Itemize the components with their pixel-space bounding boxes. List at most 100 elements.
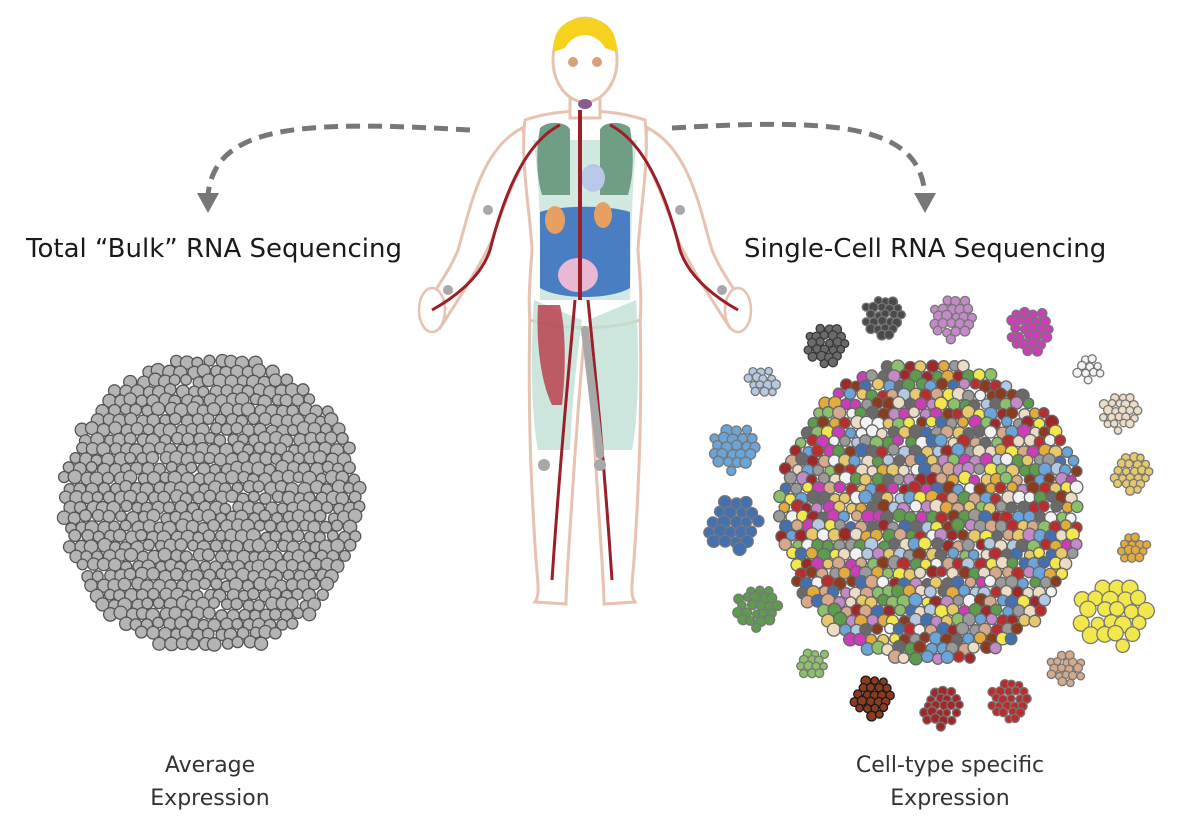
- mixed-cell: [1038, 406, 1050, 419]
- mixed-cell: [833, 480, 847, 494]
- bulk-cell: [338, 549, 351, 562]
- cell-type-cluster: [929, 295, 978, 345]
- bulk-cell: [258, 509, 272, 522]
- mixed-cell: [839, 435, 851, 447]
- bulk-cell: [120, 499, 133, 513]
- mixed-cell: [826, 622, 841, 637]
- mixed-cell: [934, 433, 948, 448]
- cell-type-cell: [1083, 375, 1093, 385]
- arrow-to-bulk: [197, 123, 471, 213]
- cell-type-specific-expression-caption: Cell-type specific Expression: [830, 749, 1070, 815]
- cell-type-cell: [1130, 532, 1140, 543]
- bulk-cell: [76, 558, 89, 571]
- cell-type-cell: [1133, 485, 1142, 494]
- cell-type-cell: [764, 614, 776, 626]
- bulk-cell: [186, 637, 200, 651]
- cell-type-cell: [1011, 686, 1021, 696]
- bulk-cell: [225, 469, 240, 485]
- bulk-cell: [230, 597, 244, 611]
- cell-type-cluster: [1098, 393, 1143, 435]
- cell-type-cell: [1107, 624, 1124, 642]
- mixed-cell: [888, 537, 900, 550]
- mixed-cell: [957, 416, 969, 429]
- cell-type-cell: [772, 600, 784, 612]
- mixed-cell: [940, 650, 955, 665]
- bulk-cell: [85, 461, 98, 473]
- mixed-cell: [1022, 397, 1035, 410]
- mixed-cell: [833, 462, 846, 475]
- cell-type-cell: [1006, 679, 1016, 689]
- bulk-cell: [286, 519, 299, 533]
- cell-type-cell: [739, 456, 752, 469]
- bulk-cell: [258, 492, 272, 505]
- cell-type-cell: [770, 379, 782, 390]
- cell-type-cell: [1142, 540, 1152, 550]
- cell-type-cell: [1056, 663, 1067, 673]
- cell-type-cell: [1072, 367, 1083, 378]
- cell-type-cell: [764, 366, 774, 376]
- cell-type-cluster: [987, 678, 1032, 724]
- cell-type-cell: [1010, 713, 1020, 724]
- cell-type-cell: [706, 534, 721, 549]
- single-cell-rna-sequencing-heading: Single-Cell RNA Sequencing: [744, 234, 1107, 264]
- mixed-cell: [935, 565, 948, 578]
- mixed-cell: [983, 574, 997, 588]
- cell-type-cell: [743, 373, 754, 383]
- mixed-cell: [871, 622, 884, 635]
- cell-type-cell: [1046, 669, 1057, 680]
- cell-type-cell: [796, 661, 806, 671]
- cell-type-cell: [712, 455, 725, 468]
- cell-type-cell: [865, 309, 876, 319]
- mixed-cell: [894, 603, 907, 617]
- cell-type-cell: [1124, 485, 1136, 496]
- cell-type-cell: [855, 703, 864, 713]
- bulk-cell: [274, 442, 288, 456]
- bulk-cell: [202, 529, 216, 543]
- bulk-cell: [142, 538, 155, 552]
- cell-type-cell: [878, 702, 889, 713]
- cell-type-cell: [946, 317, 957, 328]
- mixed-cell: [967, 641, 980, 654]
- bulk-cell: [210, 577, 223, 591]
- mixed-cell: [783, 471, 798, 485]
- mixed-cell: [989, 641, 1002, 655]
- cell-type-cell: [1109, 419, 1119, 428]
- cell-type-cell: [946, 700, 957, 711]
- mixed-cell: [778, 537, 793, 551]
- cell-type-cell: [998, 707, 1009, 718]
- bulk-cell: [330, 519, 344, 532]
- mixed-cell: [897, 464, 910, 477]
- cell-type-cluster: [796, 648, 830, 679]
- bulk-cell: [213, 433, 227, 447]
- mixed-cell: [994, 481, 1007, 494]
- mixed-cell: [908, 651, 923, 666]
- cell-type-cell: [732, 541, 747, 557]
- bulk-cell: [251, 538, 267, 553]
- cell-type-cell: [946, 686, 957, 697]
- mixed-cell: [946, 529, 959, 542]
- bulk-cell: [206, 637, 222, 652]
- mixed-cell: [844, 596, 857, 608]
- mixed-cell: [887, 443, 900, 456]
- bulk-cell: [146, 566, 160, 581]
- mixed-cell: [805, 565, 818, 579]
- bulk-caption-line-1: Average: [164, 753, 256, 778]
- cell-type-cell: [1109, 600, 1125, 617]
- mixed-cell: [1010, 622, 1024, 635]
- cell-type-cell: [1112, 478, 1123, 489]
- cell-type-cell: [819, 649, 830, 659]
- bulk-cell: [180, 373, 193, 386]
- bulk-cell: [202, 412, 215, 425]
- single-cell-mixed-cluster: [772, 359, 1084, 666]
- cell-type-cell: [1072, 662, 1084, 673]
- bulk-cell: [279, 393, 294, 408]
- cell-type-cell: [883, 329, 895, 340]
- cell-type-cell: [1040, 331, 1053, 343]
- bulk-cell: [152, 597, 165, 610]
- mixed-cell: [913, 566, 927, 580]
- bulk-cell: [320, 501, 334, 514]
- mixed-cell: [1049, 575, 1062, 588]
- bulk-cell: [291, 529, 305, 543]
- cell-type-clusters: [703, 295, 1155, 732]
